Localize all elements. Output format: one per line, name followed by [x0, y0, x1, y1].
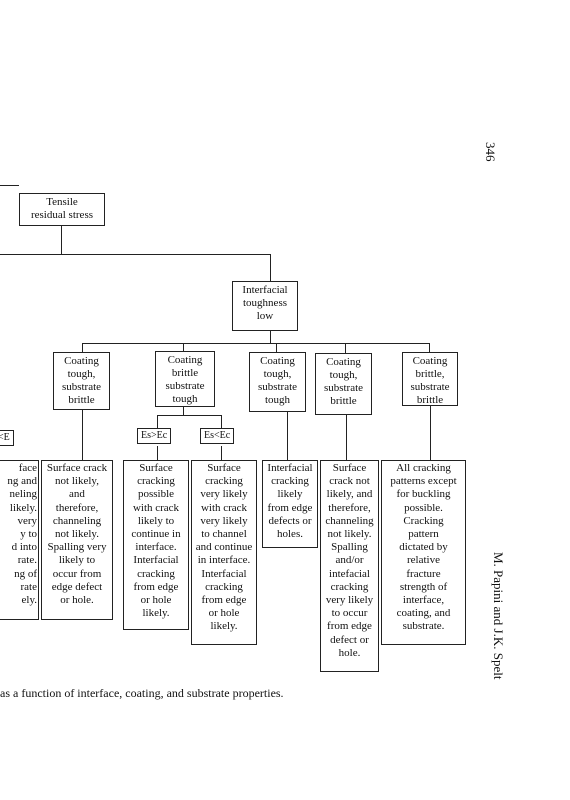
leaf-outcome-6: All cracking patterns except for bucklin… [381, 460, 466, 645]
leaf-outcome-5: Surface crack not likely, and therefore,… [320, 460, 379, 672]
node-interfacial-toughness-low: Interfacial toughness low [232, 281, 298, 331]
tag-partial-left: <E [0, 430, 14, 446]
leaf-outcome-3: Surface cracking very likely with crack … [191, 460, 257, 645]
node-coating-brittle-substrate-brittle: Coating brittle, substrate brittle [402, 352, 458, 406]
tag-es-gt-ec: Es>Ec [137, 428, 172, 444]
node-coating-tough-substrate-brittle-1: Coating tough, substrate brittle [53, 352, 110, 410]
node-coating-brittle-substrate-tough: Coating brittle substrate tough [155, 351, 215, 407]
node-coating-tough-substrate-brittle-2: Coating tough, substrate brittle [315, 353, 372, 415]
leaf-partial-left: face ng and neling likely. very y to d i… [0, 460, 39, 620]
root-node-tensile-residual-stress: Tensile residual stress [19, 193, 105, 226]
leaf-outcome-2: Surface cracking possible with crack lik… [123, 460, 189, 630]
leaf-outcome-4: Interfacial cracking likely from edge de… [262, 460, 318, 548]
node-coating-tough-substrate-tough: Coating tough, substrate tough [249, 352, 306, 412]
page-number: 346 [483, 142, 498, 162]
figure-caption: as a function of interface, coating, and… [0, 686, 284, 700]
tag-es-lt-ec: Es<Ec [200, 428, 235, 444]
leaf-outcome-1: Surface crack not likely, and therefore,… [41, 460, 113, 620]
running-header: M. Papini and J.K. Spelt [491, 552, 506, 680]
